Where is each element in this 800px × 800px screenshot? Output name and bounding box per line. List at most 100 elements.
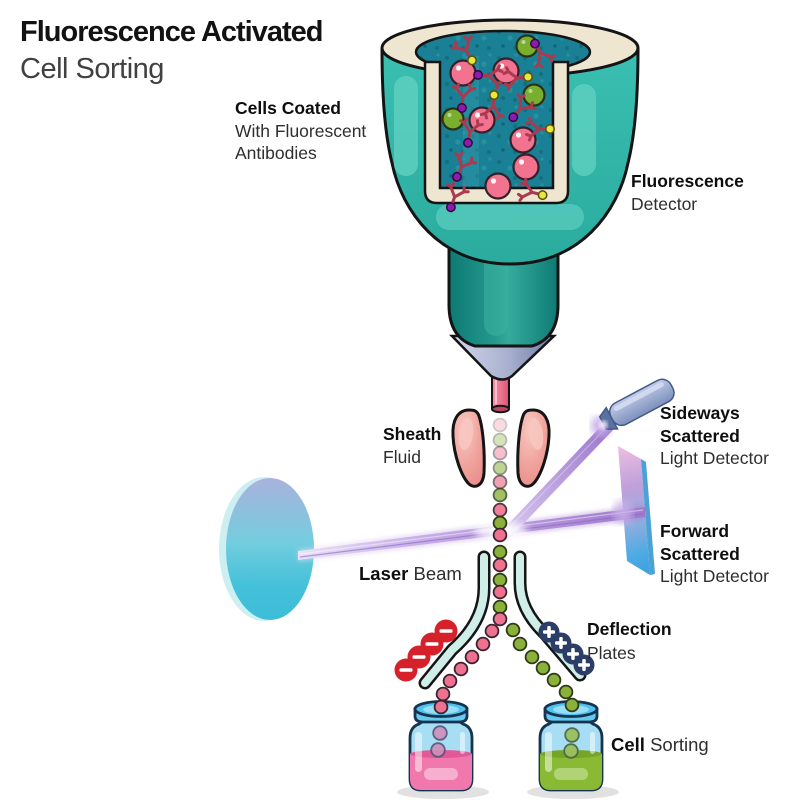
fluorescent-tag-purple xyxy=(530,38,540,49)
cell-shine xyxy=(447,113,452,117)
sorted-droplet-green xyxy=(524,649,540,665)
fluorescent-tag-yellow xyxy=(467,55,477,66)
sorted-droplets-pink xyxy=(433,623,500,715)
sorted-droplet-pink xyxy=(433,699,449,715)
plus-charge-icon xyxy=(573,654,595,676)
sorted-droplet-pink xyxy=(484,623,500,639)
cell-shine xyxy=(518,159,525,165)
sorted-droplet-green xyxy=(512,636,528,652)
stream-droplet xyxy=(492,460,508,476)
stream-droplet xyxy=(492,417,508,433)
scattered-beam-diagonal xyxy=(497,423,613,541)
bottle-droplet-pink xyxy=(432,725,448,741)
charge-badges xyxy=(394,619,595,682)
sheath-fluid-left xyxy=(451,408,486,488)
title-bold: Fluorescence Activated xyxy=(20,16,323,48)
laser-lens xyxy=(219,477,314,621)
antibody-y xyxy=(459,117,484,145)
fluorescent-tag-purple xyxy=(508,112,519,123)
antibody-y xyxy=(479,93,505,121)
fluorescent-tag-purple xyxy=(462,137,473,148)
fluorescent-tag-yellow xyxy=(537,190,548,201)
antibody xyxy=(451,82,477,113)
stream-droplet xyxy=(492,515,508,531)
antibody-y xyxy=(533,42,557,69)
antibody-y xyxy=(525,116,552,142)
fluorescent-tag-purple xyxy=(445,202,456,213)
fluorescent-tag-yellow xyxy=(523,72,533,82)
cell-pink xyxy=(484,172,512,200)
droplet-stream xyxy=(492,417,508,627)
cell-shine xyxy=(528,89,533,93)
cell-green xyxy=(441,107,465,131)
stream-droplet xyxy=(492,572,508,588)
page-title: Fluorescence Activated Cell Sorting xyxy=(20,14,323,88)
cell-shine xyxy=(490,178,497,184)
stream-droplet xyxy=(492,557,508,573)
sideways-detector xyxy=(591,378,675,436)
fluorescent-tag-yellow xyxy=(489,90,499,100)
sorted-droplet-pink xyxy=(442,673,458,689)
cell-pink xyxy=(509,126,537,154)
sorted-droplets-green xyxy=(505,622,580,713)
cell-shine xyxy=(455,65,462,71)
label-sheath-fluid: Sheath Fluid xyxy=(383,424,442,467)
label-fluorescence-detector: Fluorescence Detector xyxy=(631,171,744,214)
mixing-chamber xyxy=(380,18,640,266)
droplets-in-green-bottle xyxy=(563,727,580,759)
label-sideways-detector: Sideways Scattered Light Detector xyxy=(660,403,769,468)
bottle-droplet-green xyxy=(564,727,580,743)
cell-shine xyxy=(474,112,481,118)
antibody xyxy=(508,92,537,123)
chamber-cutaway-wall xyxy=(423,60,570,205)
lens-glass xyxy=(226,478,314,620)
fluorescent-tag-purple xyxy=(473,70,483,80)
cell-pink xyxy=(512,153,540,181)
stream-droplet xyxy=(492,432,508,448)
stream-droplet xyxy=(492,584,508,600)
stream-droplet xyxy=(492,527,508,543)
antibody xyxy=(525,116,555,142)
sorted-droplet-green xyxy=(535,660,551,676)
fluorescent-tag-purple xyxy=(451,171,462,182)
antibody xyxy=(530,38,557,69)
label-laser-beam: Laser Beam xyxy=(359,563,462,584)
label-cells-coated: Cells Coated With Fluorescent Antibodies xyxy=(235,98,367,163)
sorted-droplet-green xyxy=(558,684,574,700)
antibody-y xyxy=(446,181,470,209)
droplets-in-pink-bottle xyxy=(430,725,448,758)
laser-beam-shape xyxy=(298,423,645,562)
label-forward-detector: Forward Scattered Light Detector xyxy=(660,521,769,586)
stream-droplet xyxy=(492,487,508,503)
antibody xyxy=(473,64,504,90)
cells-layer xyxy=(441,34,557,213)
sorted-droplet-pink xyxy=(464,649,480,665)
bottle-droplet-pink xyxy=(430,742,446,758)
title-subtitle: Cell Sorting xyxy=(20,53,164,85)
stream-droplet xyxy=(492,474,508,490)
antibody-y xyxy=(476,64,504,90)
antibody xyxy=(450,35,477,66)
sorted-droplet-green xyxy=(564,697,580,713)
stream-droplet xyxy=(492,544,508,560)
antibody xyxy=(502,66,533,92)
sorted-droplet-pink xyxy=(475,636,491,652)
sorted-droplet-green xyxy=(505,622,521,638)
label-cell-sorting: Cell Sorting xyxy=(611,734,709,755)
antibody-y xyxy=(451,82,477,110)
fluorescent-tag-purple xyxy=(457,103,467,113)
nozzle-tube-opening xyxy=(491,404,510,414)
antibody xyxy=(459,117,484,148)
antibody xyxy=(445,181,470,213)
sorted-droplet-pink xyxy=(435,686,451,702)
sorted-droplet-green xyxy=(546,672,562,688)
stream-droplet xyxy=(492,502,508,518)
label-deflection-plates: Deflection Plates xyxy=(587,619,672,663)
antibody-y xyxy=(454,151,478,179)
bottle-droplet-green xyxy=(563,743,579,759)
fluorescent-tag-yellow xyxy=(545,124,555,134)
sheath-fluid-right xyxy=(516,408,551,488)
antibody-y xyxy=(450,35,474,62)
